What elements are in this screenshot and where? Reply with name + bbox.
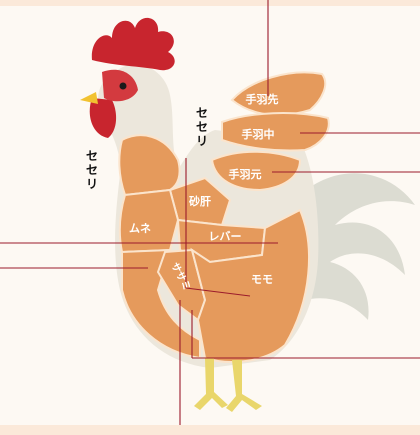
label-seseri-right: セ セ リ [196, 106, 208, 148]
tail-feathers [300, 173, 415, 320]
label-seseri-left: セ セ リ [86, 149, 98, 191]
seseri-right-char-2: セ [196, 120, 208, 134]
label-teba-moto: 手羽元 [229, 167, 262, 181]
cut-seseri [118, 134, 181, 197]
right-leg [226, 360, 262, 412]
seseri-left-char-1: セ [86, 149, 98, 163]
seseri-right-char-1: セ [196, 106, 208, 120]
wattle [89, 98, 117, 138]
cut-teba-naka [221, 112, 330, 152]
comb [91, 17, 175, 71]
cut-mune [118, 188, 180, 254]
label-mune: ムネ [129, 222, 151, 235]
seseri-right-char-3: リ [196, 134, 208, 148]
label-teba-saki: 手羽先 [246, 92, 279, 106]
seseri-left-char-3: リ [86, 177, 98, 191]
top-border-band [0, 0, 420, 6]
cut-momo [190, 208, 310, 363]
cut-teba-moto [210, 150, 302, 192]
eye [119, 82, 127, 90]
label-teba-naka: 手羽中 [242, 127, 275, 141]
seseri-left-char-2: セ [86, 163, 98, 177]
bottom-border-band [0, 425, 420, 435]
label-reba: レバー [209, 230, 242, 243]
label-momo: モモ [251, 273, 273, 286]
leader-lines [0, 0, 420, 425]
beak [80, 92, 98, 104]
left-leg [194, 358, 228, 410]
label-sunagimo: 砂肝 [189, 194, 211, 208]
